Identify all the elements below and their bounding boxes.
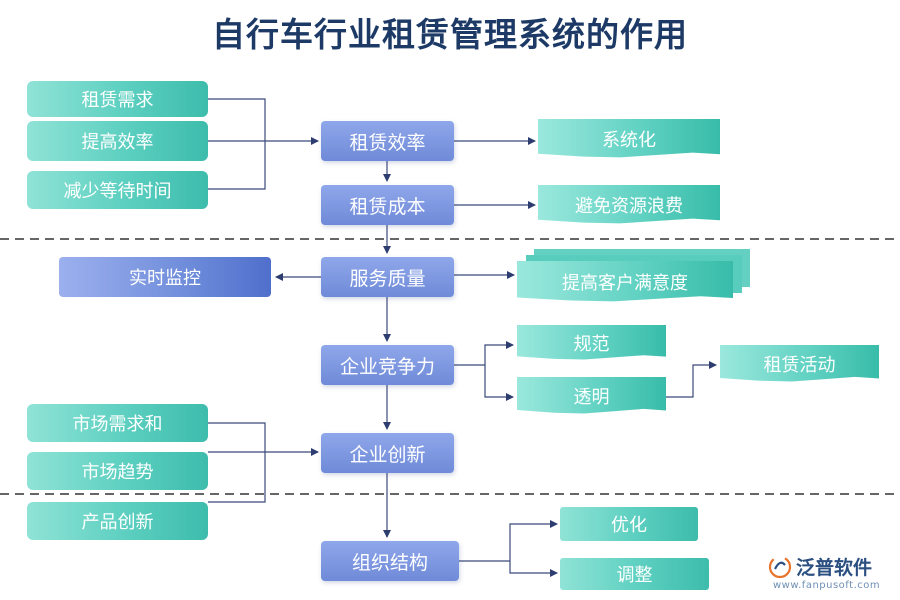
input-reduce-wait: 减少等待时间	[27, 171, 208, 209]
output-realtime-monitoring: 实时监控	[59, 257, 271, 297]
output-standardization: 规范	[517, 325, 666, 360]
node-competitiveness: 企业竞争力	[321, 345, 454, 385]
node-rental-efficiency: 租赁效率	[321, 121, 454, 161]
output-optimize: 优化	[560, 507, 698, 541]
input-market-trend: 市场趋势	[27, 452, 208, 490]
output-rental-activity: 租赁活动	[720, 345, 879, 382]
input-market-demand: 市场需求和	[27, 404, 208, 442]
logo-url: www.fanpusoft.com	[773, 580, 881, 591]
logo-name: 泛普软件	[796, 557, 873, 579]
output-customer-satisfaction: 提高客户满意度	[517, 261, 733, 302]
node-service-quality: 服务质量	[321, 257, 454, 297]
fanpu-logo-icon	[768, 555, 792, 578]
input-improve-efficiency: 提高效率	[27, 121, 208, 161]
output-avoid-waste: 避免资源浪费	[538, 185, 720, 224]
node-organization-structure: 组织结构	[321, 541, 459, 581]
brand-logo: 泛普软件	[768, 553, 872, 580]
input-product-innovation: 产品创新	[27, 502, 208, 540]
output-systematization: 系统化	[538, 119, 720, 158]
input-rental-demand: 租赁需求	[27, 81, 208, 117]
page-title: 自行车行业租赁管理系统的作用	[212, 15, 688, 54]
node-innovation: 企业创新	[321, 433, 454, 473]
output-adjust: 调整	[560, 558, 709, 590]
output-transparency: 透明	[517, 377, 666, 414]
node-rental-cost: 租赁成本	[321, 185, 454, 225]
